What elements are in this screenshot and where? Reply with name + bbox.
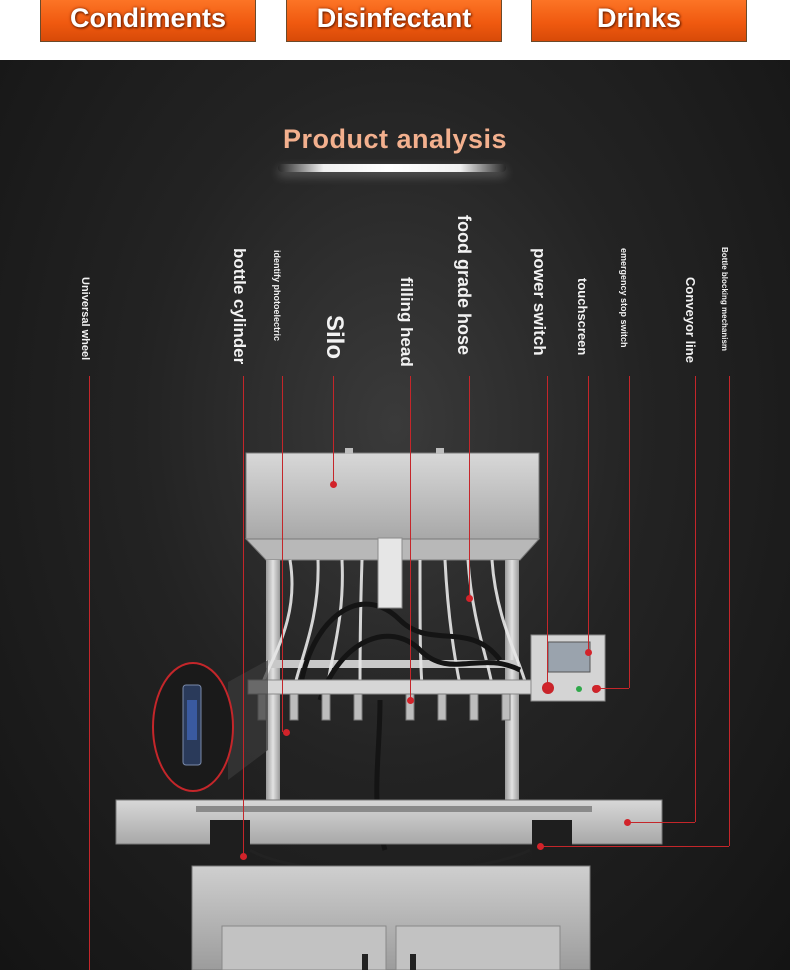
category-condiments-button[interactable]: Condiments [40, 0, 256, 42]
category-drinks-button[interactable]: Drinks [531, 0, 747, 42]
marker-emergency-stop-switch [594, 685, 601, 692]
section-title: Product analysis [282, 124, 508, 154]
marker-touchscreen [585, 649, 592, 656]
cabinet-base [191, 865, 591, 970]
title-underline [278, 164, 506, 172]
leader-power-switch [547, 376, 548, 686]
label-emergency-stop-switch: emergency stop switch [619, 248, 629, 348]
label-bottle-cylinder: bottle cylinder [230, 248, 249, 365]
filling-machine-illustration [115, 448, 663, 970]
leader-identify-photoelectric [282, 376, 283, 732]
marker-conveyor-line [624, 819, 631, 826]
filling-head-bar [247, 679, 539, 721]
control-box [530, 634, 606, 702]
conveyor [115, 799, 663, 874]
leader-emergency-stop-switch-h [597, 688, 629, 689]
leader-bottle-blocking-mechanism [729, 376, 730, 846]
category-strip: Condiments Disinfectant Drinks [0, 0, 790, 60]
marker-filling-head [407, 697, 414, 704]
marker-bottle-blocking-mechanism [537, 843, 544, 850]
leader-filling-head [410, 376, 411, 700]
central-cylinder [377, 537, 403, 609]
label-bottle-blocking-mechanism: Bottle blocking mechanism [720, 247, 729, 352]
marker-silo [330, 481, 337, 488]
label-touchscreen: touchscreen [575, 278, 590, 356]
marker-bottle-cylinder [240, 853, 247, 860]
leader-universal-wheel [89, 376, 90, 970]
marker-identify-photoelectric [283, 729, 290, 736]
label-silo: Silo [321, 315, 348, 360]
label-power-switch: power switch [530, 248, 549, 356]
label-conveyor-line: Conveyor line [683, 277, 698, 363]
leader-bottle-blocking-mechanism-h [540, 846, 729, 847]
silo-hopper [244, 448, 541, 561]
label-identify-photoelectric: identify photoelectric [272, 250, 282, 342]
label-filling-head: filling head [397, 277, 416, 367]
leader-silo [333, 376, 334, 484]
product-analysis-section: Product analysis [0, 60, 790, 970]
leader-bottle-cylinder [243, 376, 244, 856]
leader-food-grade-hose [469, 376, 470, 598]
photoelectric-sensor-inset [152, 660, 268, 792]
leader-emergency-stop-switch [629, 376, 630, 688]
marker-food-grade-hose [466, 595, 473, 602]
leader-conveyor-line [695, 376, 696, 822]
marker-power-switch [544, 683, 551, 690]
leader-conveyor-line-h [627, 822, 695, 823]
leader-touchscreen [588, 376, 589, 652]
label-universal-wheel: Universal wheel [79, 277, 91, 361]
category-disinfectant-button[interactable]: Disinfectant [286, 0, 502, 42]
label-food-grade-hose: food grade hose [454, 215, 474, 356]
